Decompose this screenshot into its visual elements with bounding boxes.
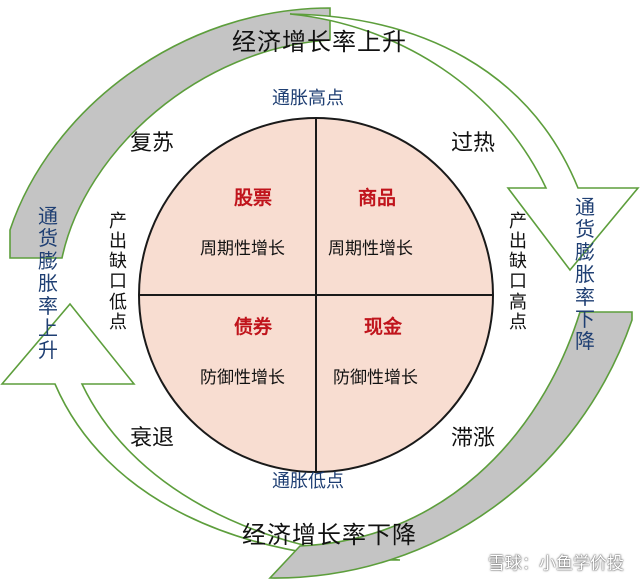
- quadrant-cash-asset: 现金: [364, 316, 403, 338]
- quadrant-cash-growth: 防御性增长: [333, 368, 418, 388]
- phase-recession: 衰退: [130, 426, 175, 451]
- right-arrowhead: [289, 13, 640, 272]
- quadrant-stocks-growth: 周期性增长: [200, 239, 285, 259]
- inflation-rate-down-label: 通货膨胀率下降: [575, 195, 595, 354]
- phase-overheat: 过热: [451, 131, 496, 156]
- left-arrowhead: [0, 302, 401, 561]
- quadrant-bonds-growth: 防御性增长: [200, 368, 285, 388]
- quadrant-stocks-asset: 股票: [234, 187, 273, 209]
- inflation-low-label: 通胀低点: [272, 471, 344, 492]
- watermark: 雪球：小鱼学价投: [488, 554, 624, 574]
- output-gap-low-label: 产出缺口低点: [109, 211, 127, 333]
- inflation-rate-up-label: 通货膨胀率上升: [38, 204, 58, 363]
- quadrant-commodities-growth: 周期性增长: [328, 239, 413, 259]
- phase-recovery: 复苏: [130, 131, 175, 156]
- right-cycle-arrow: [268, 13, 640, 579]
- output-gap-high-label: 产出缺口高点: [509, 211, 527, 333]
- growth-up-label: 经济增长率上升: [232, 28, 407, 56]
- quadrant-commodities-asset: 商品: [358, 187, 397, 209]
- left-arrow-body: [9, 7, 331, 259]
- quadrant-bonds-asset: 债券: [234, 316, 273, 338]
- inflation-high-label: 通胀高点: [272, 88, 344, 109]
- phase-stagflation: 滞涨: [451, 426, 496, 451]
- right-arrow-body: [268, 311, 633, 579]
- growth-down-label: 经济增长率下降: [242, 521, 417, 549]
- left-cycle-arrow: [0, 7, 401, 561]
